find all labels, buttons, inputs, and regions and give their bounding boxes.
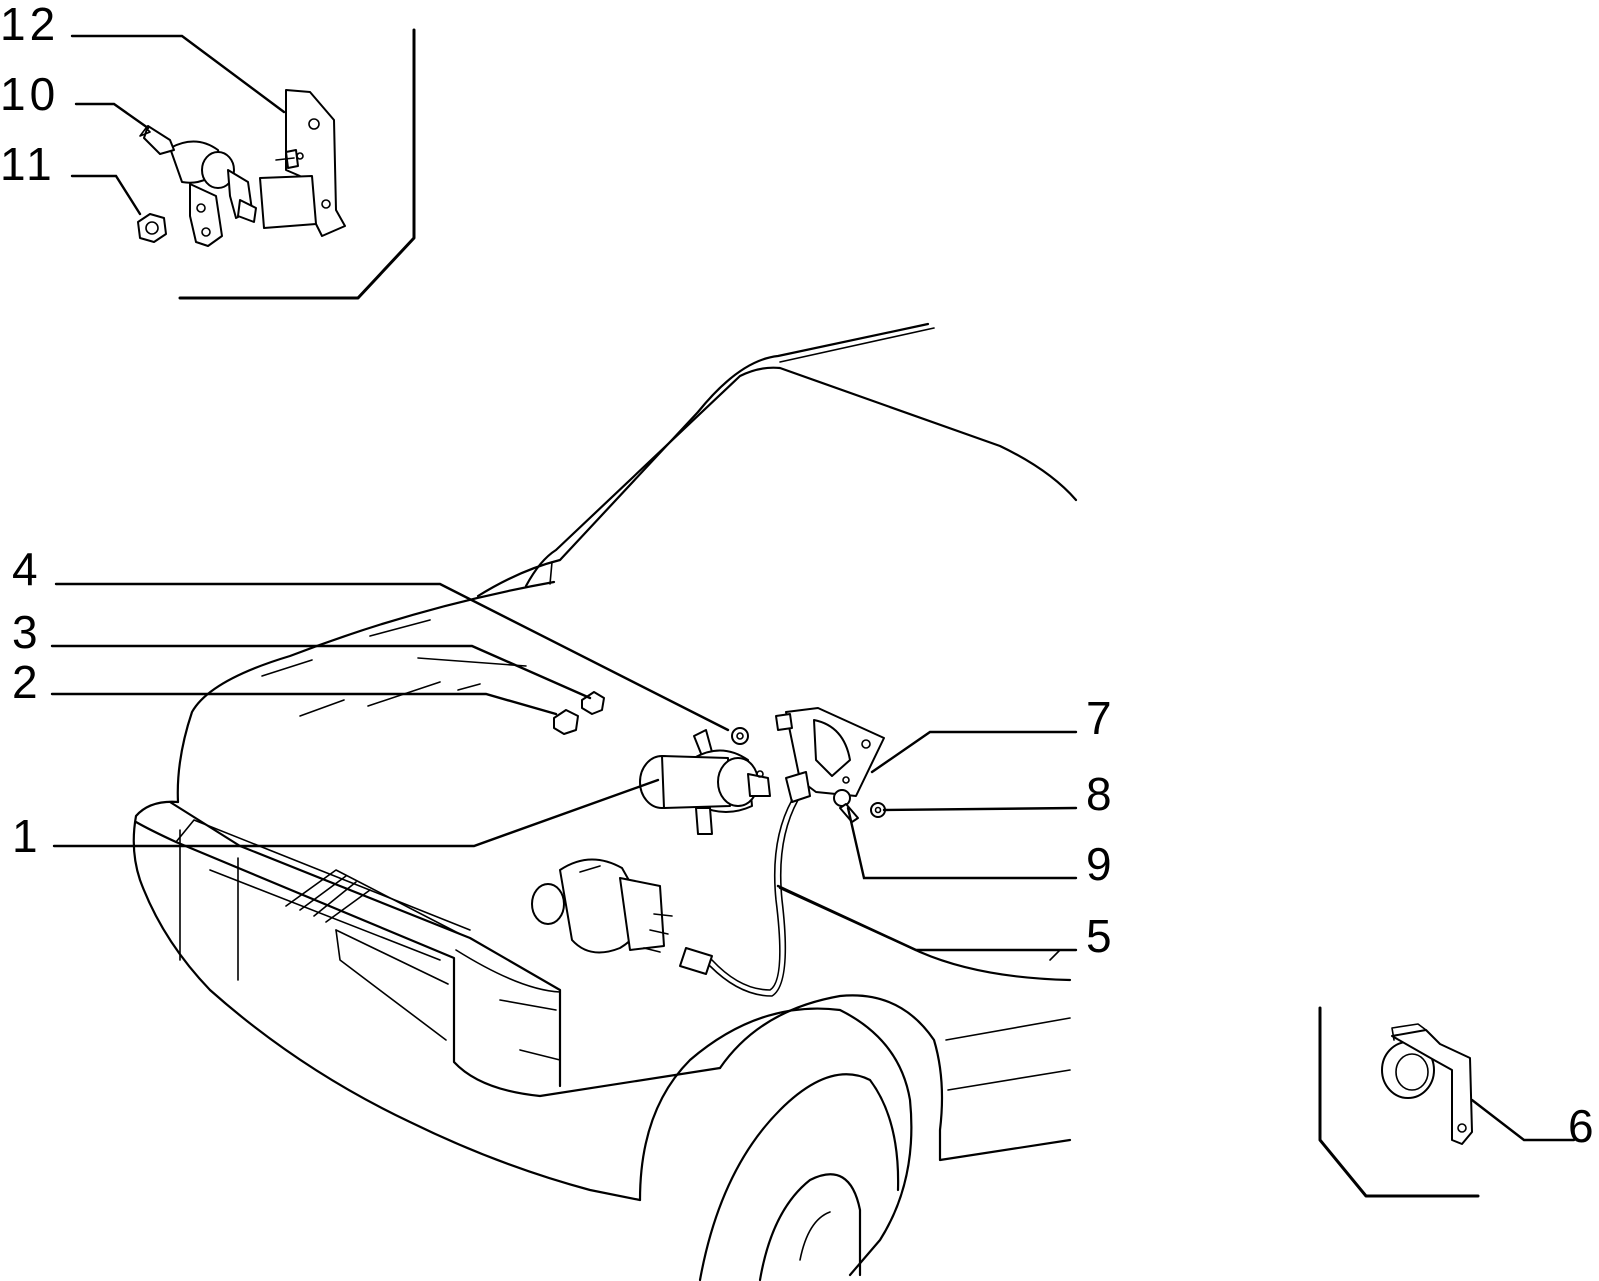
- nut-part: [137, 213, 167, 243]
- callout-8: 8: [1086, 768, 1116, 820]
- washer-4-part: [731, 727, 749, 745]
- inset-top-left: [70, 28, 416, 300]
- clamp-6-part: [1381, 1023, 1473, 1145]
- nut-2-part: [553, 709, 579, 735]
- bracket-7-part: [775, 707, 885, 797]
- inset-bottom-right: [1318, 1006, 1576, 1198]
- bracket-part: [259, 89, 346, 237]
- ignition-coil-part: [639, 729, 771, 835]
- inset-frame-top: [178, 28, 416, 300]
- distributor-part: [531, 858, 673, 954]
- callout-6: 6: [1568, 1100, 1598, 1152]
- inset-frame-bottom: [1318, 1006, 1480, 1198]
- ht-lead-part: [679, 771, 811, 997]
- callout-7: 7: [1086, 692, 1116, 744]
- car-body: [132, 322, 1078, 1281]
- callout-5: 5: [1086, 910, 1116, 962]
- callout-12: 12: [0, 0, 59, 50]
- callout-2: 2: [12, 656, 42, 708]
- callout-11: 11: [0, 138, 56, 190]
- callout-10: 10: [0, 68, 59, 120]
- callout-labels: 12 10 11 4 3 2 1 7 8 9 5 6: [0, 0, 1598, 1152]
- callout-4: 4: [12, 543, 42, 595]
- actuator-part: [139, 125, 257, 247]
- main-parts: [50, 582, 1078, 997]
- callout-3: 3: [12, 606, 42, 658]
- callout-9: 9: [1086, 838, 1116, 890]
- callout-1: 1: [12, 810, 42, 862]
